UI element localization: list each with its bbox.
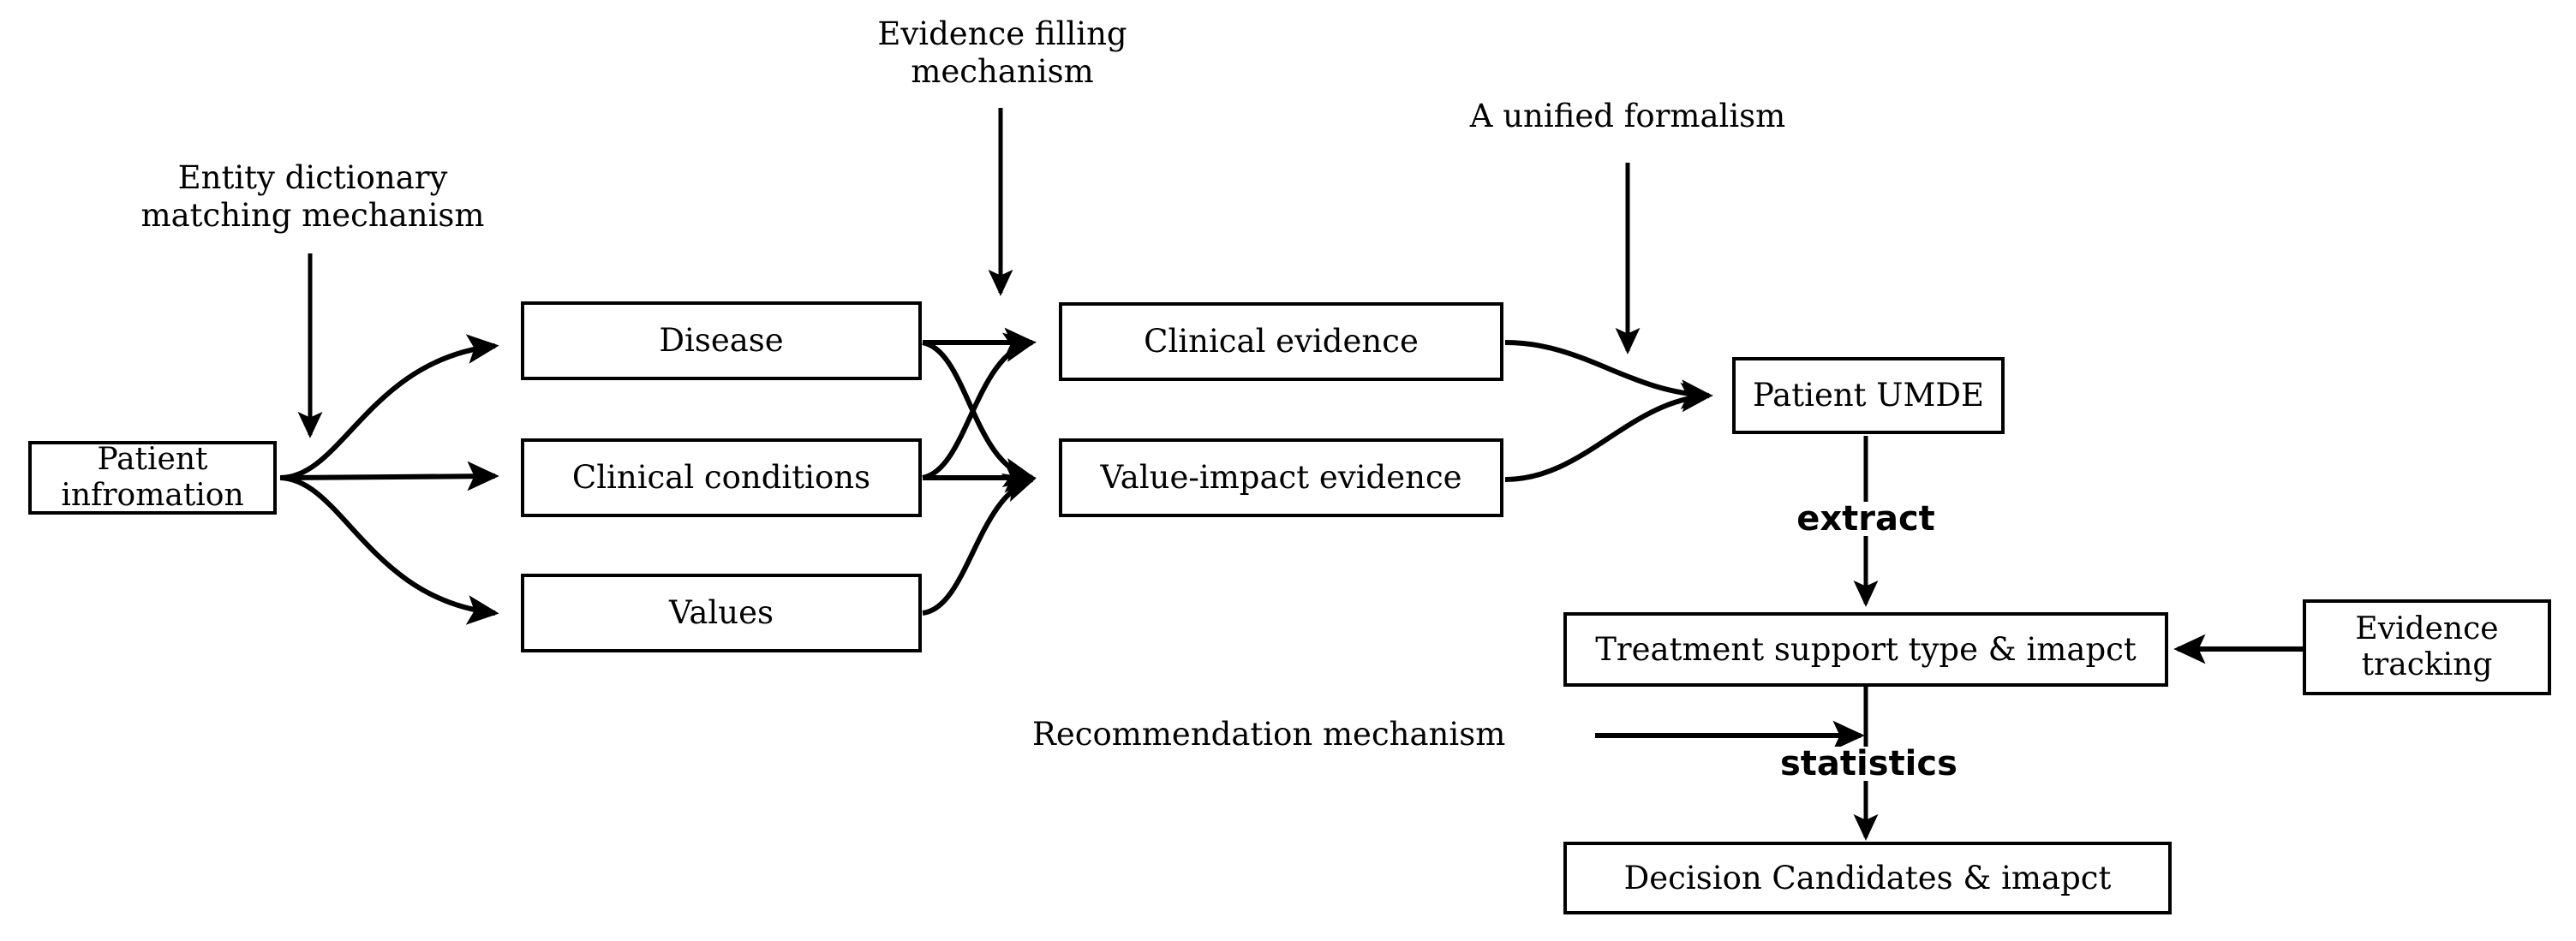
node-patient-information[interactable]: Patient infromation <box>28 441 277 515</box>
node-clinical-evidence[interactable]: Clinical evidence <box>1059 302 1503 381</box>
node-values-label: Values <box>669 594 774 632</box>
node-patient-umde[interactable]: Patient UMDE <box>1732 357 2005 434</box>
connector-clinical-conditions-to-clinical-evidence <box>922 332 1037 480</box>
connector-patient-information-to-clinical-conditions <box>279 461 499 491</box>
node-evidence-tracking[interactable]: Evidence tracking <box>2303 599 2551 695</box>
annotation-entity-dictionary: Entity dictionary matching mechanism <box>140 159 485 235</box>
node-treatment-support-label: Treatment support type & imapct <box>1595 630 2137 668</box>
node-treatment-support[interactable]: Treatment support type & imapct <box>1563 612 2168 687</box>
connector-patient-information-to-values <box>279 475 499 625</box>
edge-label-extract: extract <box>1780 502 1951 536</box>
node-evidence-tracking-label: Evidence tracking <box>2355 610 2499 682</box>
connector-disease-to-value-impact-evidence <box>922 340 1037 488</box>
node-decision-candidates-label: Decision Candidates & imapct <box>1623 859 2112 896</box>
node-disease[interactable]: Disease <box>521 301 922 380</box>
connector-value-impact-evidence-to-patient-umde <box>1504 382 1713 482</box>
edge-label-statistics: statistics <box>1780 744 1957 783</box>
node-patient-information-label: Patient infromation <box>61 441 244 513</box>
connector-patient-information-to-disease <box>279 334 499 480</box>
node-value-impact-evidence[interactable]: Value-impact evidence <box>1059 438 1503 517</box>
annotation-unified-formalism: A unified formalism <box>1469 98 1786 134</box>
node-clinical-evidence-label: Clinical evidence <box>1144 323 1419 360</box>
annotation-evidence-filling: Evidence filling mechanism <box>877 15 1127 91</box>
node-decision-candidates[interactable]: Decision Candidates & imapct <box>1563 842 2172 914</box>
node-values[interactable]: Values <box>521 574 922 652</box>
annotation-recommendation-mechanism: Recommendation mechanism <box>1032 716 1506 753</box>
node-clinical-conditions-label: Clinical conditions <box>571 459 871 497</box>
connector-clinical-evidence-to-patient-umde <box>1504 340 1713 409</box>
connector-values-to-value-impact-evidence <box>922 473 1037 616</box>
node-patient-umde-label: Patient UMDE <box>1752 377 1985 414</box>
node-value-impact-evidence-label: Value-impact evidence <box>1100 459 1462 497</box>
node-clinical-conditions[interactable]: Clinical conditions <box>521 438 922 517</box>
node-disease-label: Disease <box>659 322 784 360</box>
